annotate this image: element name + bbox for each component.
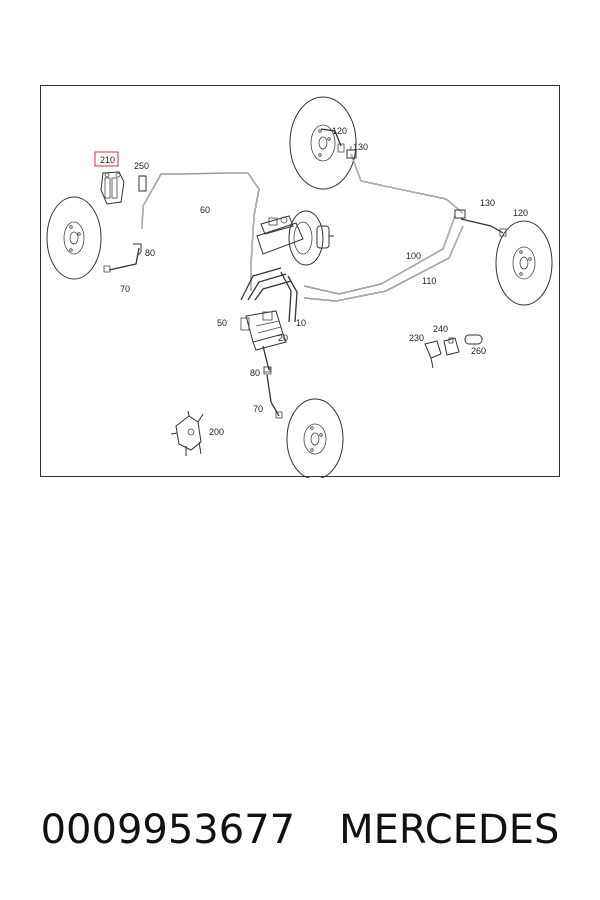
brake-hose-70-rear	[263, 366, 283, 419]
label-20: 20	[278, 333, 288, 343]
brake-caliper	[100, 171, 125, 205]
label-80-front: 80	[145, 248, 155, 258]
fitting-130-rear	[454, 209, 466, 219]
brake-hose-120-front	[320, 128, 345, 153]
label-100: 100	[406, 251, 421, 261]
label-230: 230	[409, 333, 424, 343]
brake-disc-rear-right	[495, 220, 553, 306]
label-70-front: 70	[120, 284, 130, 294]
parking-brake-assembly	[170, 410, 204, 456]
fitting-130-front	[346, 146, 357, 159]
label-250: 250	[134, 161, 149, 171]
part-250-pin	[138, 175, 147, 192]
label-80-rear: 80	[250, 368, 260, 378]
brand-name: MERCEDES	[339, 807, 560, 853]
label-120-front: 120	[332, 126, 347, 136]
highlight-box-210	[94, 151, 119, 167]
label-130-rear: 130	[480, 198, 495, 208]
parts-diagram: 210 250 60 80 70 120 130 130 120 100 110…	[40, 85, 560, 478]
brake-booster	[288, 210, 334, 266]
abs-hydraulic-unit	[240, 310, 287, 351]
label-50: 50	[217, 318, 227, 328]
sensor-230	[424, 340, 442, 369]
label-260: 260	[471, 346, 486, 356]
label-70-rear: 70	[253, 404, 263, 414]
sensor-240	[443, 337, 460, 356]
master-cylinder	[256, 215, 304, 255]
brake-disc-front-left	[46, 196, 102, 280]
brake-system-drawing: 210 250 60 80 70 120 130 130 120 100 110…	[46, 96, 553, 478]
brake-hose-120-rear	[460, 218, 507, 237]
label-240: 240	[433, 324, 448, 334]
label-130-front: 130	[353, 142, 368, 152]
label-200: 200	[209, 427, 224, 437]
label-110: 110	[422, 276, 436, 286]
label-210: 210	[100, 155, 115, 165]
label-120-rear: 120	[513, 208, 528, 218]
connector-80-rear	[263, 366, 271, 373]
brake-disc-front-right	[289, 96, 357, 190]
brake-lines	[141, 153, 464, 371]
part-number: 0009953677	[40, 807, 296, 853]
label-10: 10	[296, 318, 306, 328]
label-60: 60	[200, 205, 210, 215]
brake-disc-rear-left	[286, 398, 344, 478]
sensor-260	[464, 334, 483, 345]
brake-hose-70-front	[103, 243, 142, 273]
product-caption: 0009953677 MERCEDES	[0, 798, 600, 862]
